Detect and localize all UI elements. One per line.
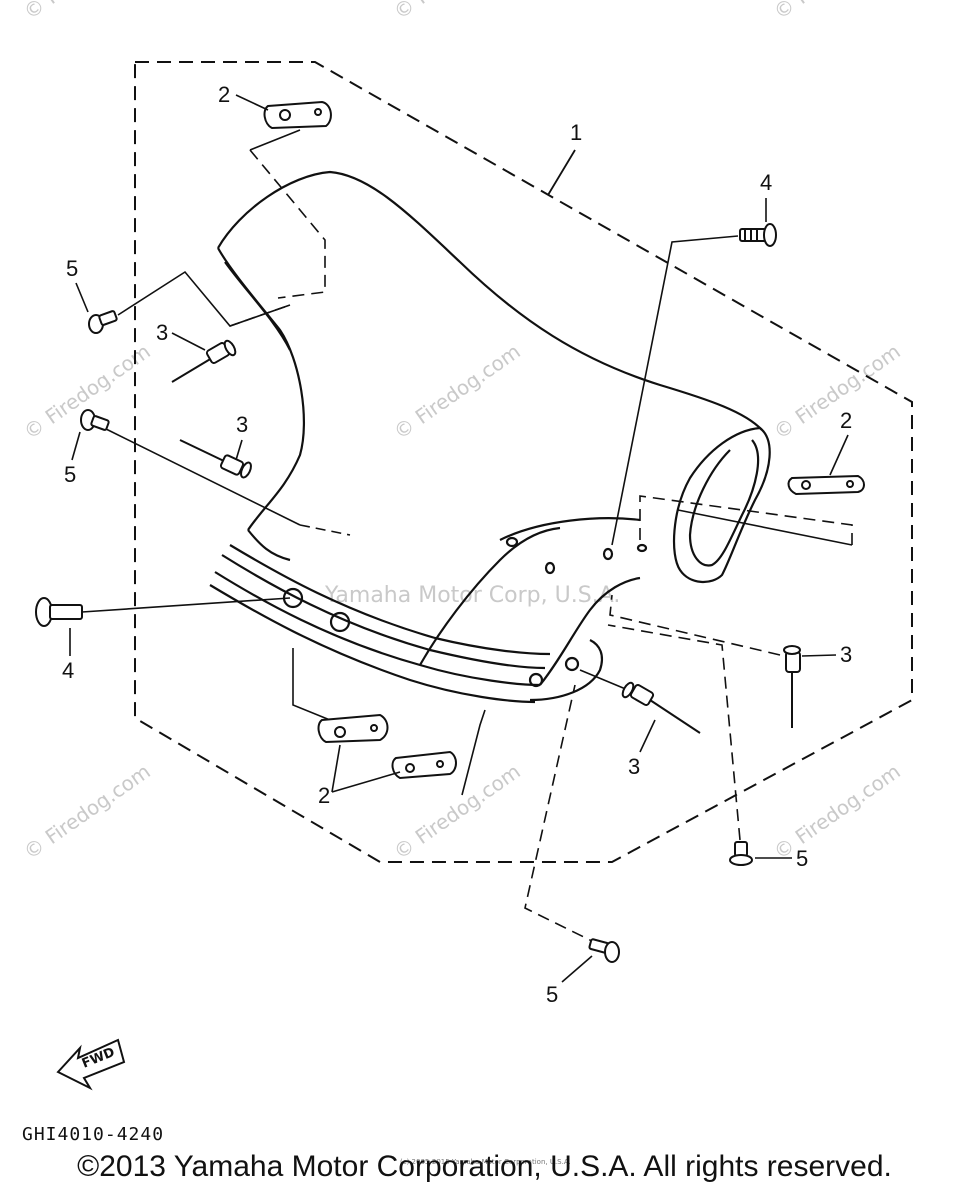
callout-4: 4 [760,170,772,195]
callout-leaders [69,94,849,983]
assembly-boundary [134,61,913,863]
screw [729,841,753,866]
nut-plate [263,100,332,130]
callout-3: 3 [628,754,640,779]
callout-5: 5 [796,846,808,871]
callout-2: 2 [218,82,230,107]
watermark-firedog: © Firedog.com [389,339,525,444]
leader-lines [81,129,853,946]
screw [588,938,620,963]
callout-1: 1 [570,120,582,145]
small-notice: (c) 2005-2015 Yamaha Motor Corporation, … [400,1158,571,1166]
rivet [783,645,801,728]
leader-part-1 [547,149,576,196]
screw [88,310,118,334]
callout-5: 5 [64,462,76,487]
fwd-arrow-icon: FWD [56,1038,126,1091]
rivet [179,439,252,479]
nut-plate [317,713,389,744]
nut-plate [787,474,865,496]
callout-4: 4 [62,658,74,683]
rivet [621,681,701,734]
callout-2: 2 [840,408,852,433]
callouts: 2 2 2 3 3 3 3 4 4 5 5 5 5 [62,82,852,1007]
bolt [739,223,777,247]
watermark-firedog: © Firedog.com [19,0,155,24]
watermark-firedog: © Firedog.com [389,0,525,24]
watermark-firedog: © Firedog.com [769,759,905,864]
callout-5: 5 [66,256,78,281]
bolt [35,597,83,627]
watermark-firedog: © Firedog.com [769,339,905,444]
callout-5: 5 [546,982,558,1007]
rivet [171,339,237,383]
watermark-center: Yamaha Motor Corp, U.S.A. [324,583,620,608]
copyright-notice: ©2013 Yamaha Motor Corporation, U.S.A. A… [77,1150,892,1183]
nut-plate [391,750,457,780]
callout-3: 3 [156,320,168,345]
callout-3: 3 [840,642,852,667]
main-cover [209,170,771,704]
watermark-firedog: © Firedog.com [19,759,155,864]
callout-3: 3 [236,412,248,437]
callout-2: 2 [318,783,330,808]
diagram-code: GHI4010-4240 [22,1124,165,1145]
watermark-group: © Firedog.com © Firedog.com © Firedog.co… [19,0,905,864]
watermark-firedog: © Firedog.com [769,0,905,24]
screw [80,409,110,431]
